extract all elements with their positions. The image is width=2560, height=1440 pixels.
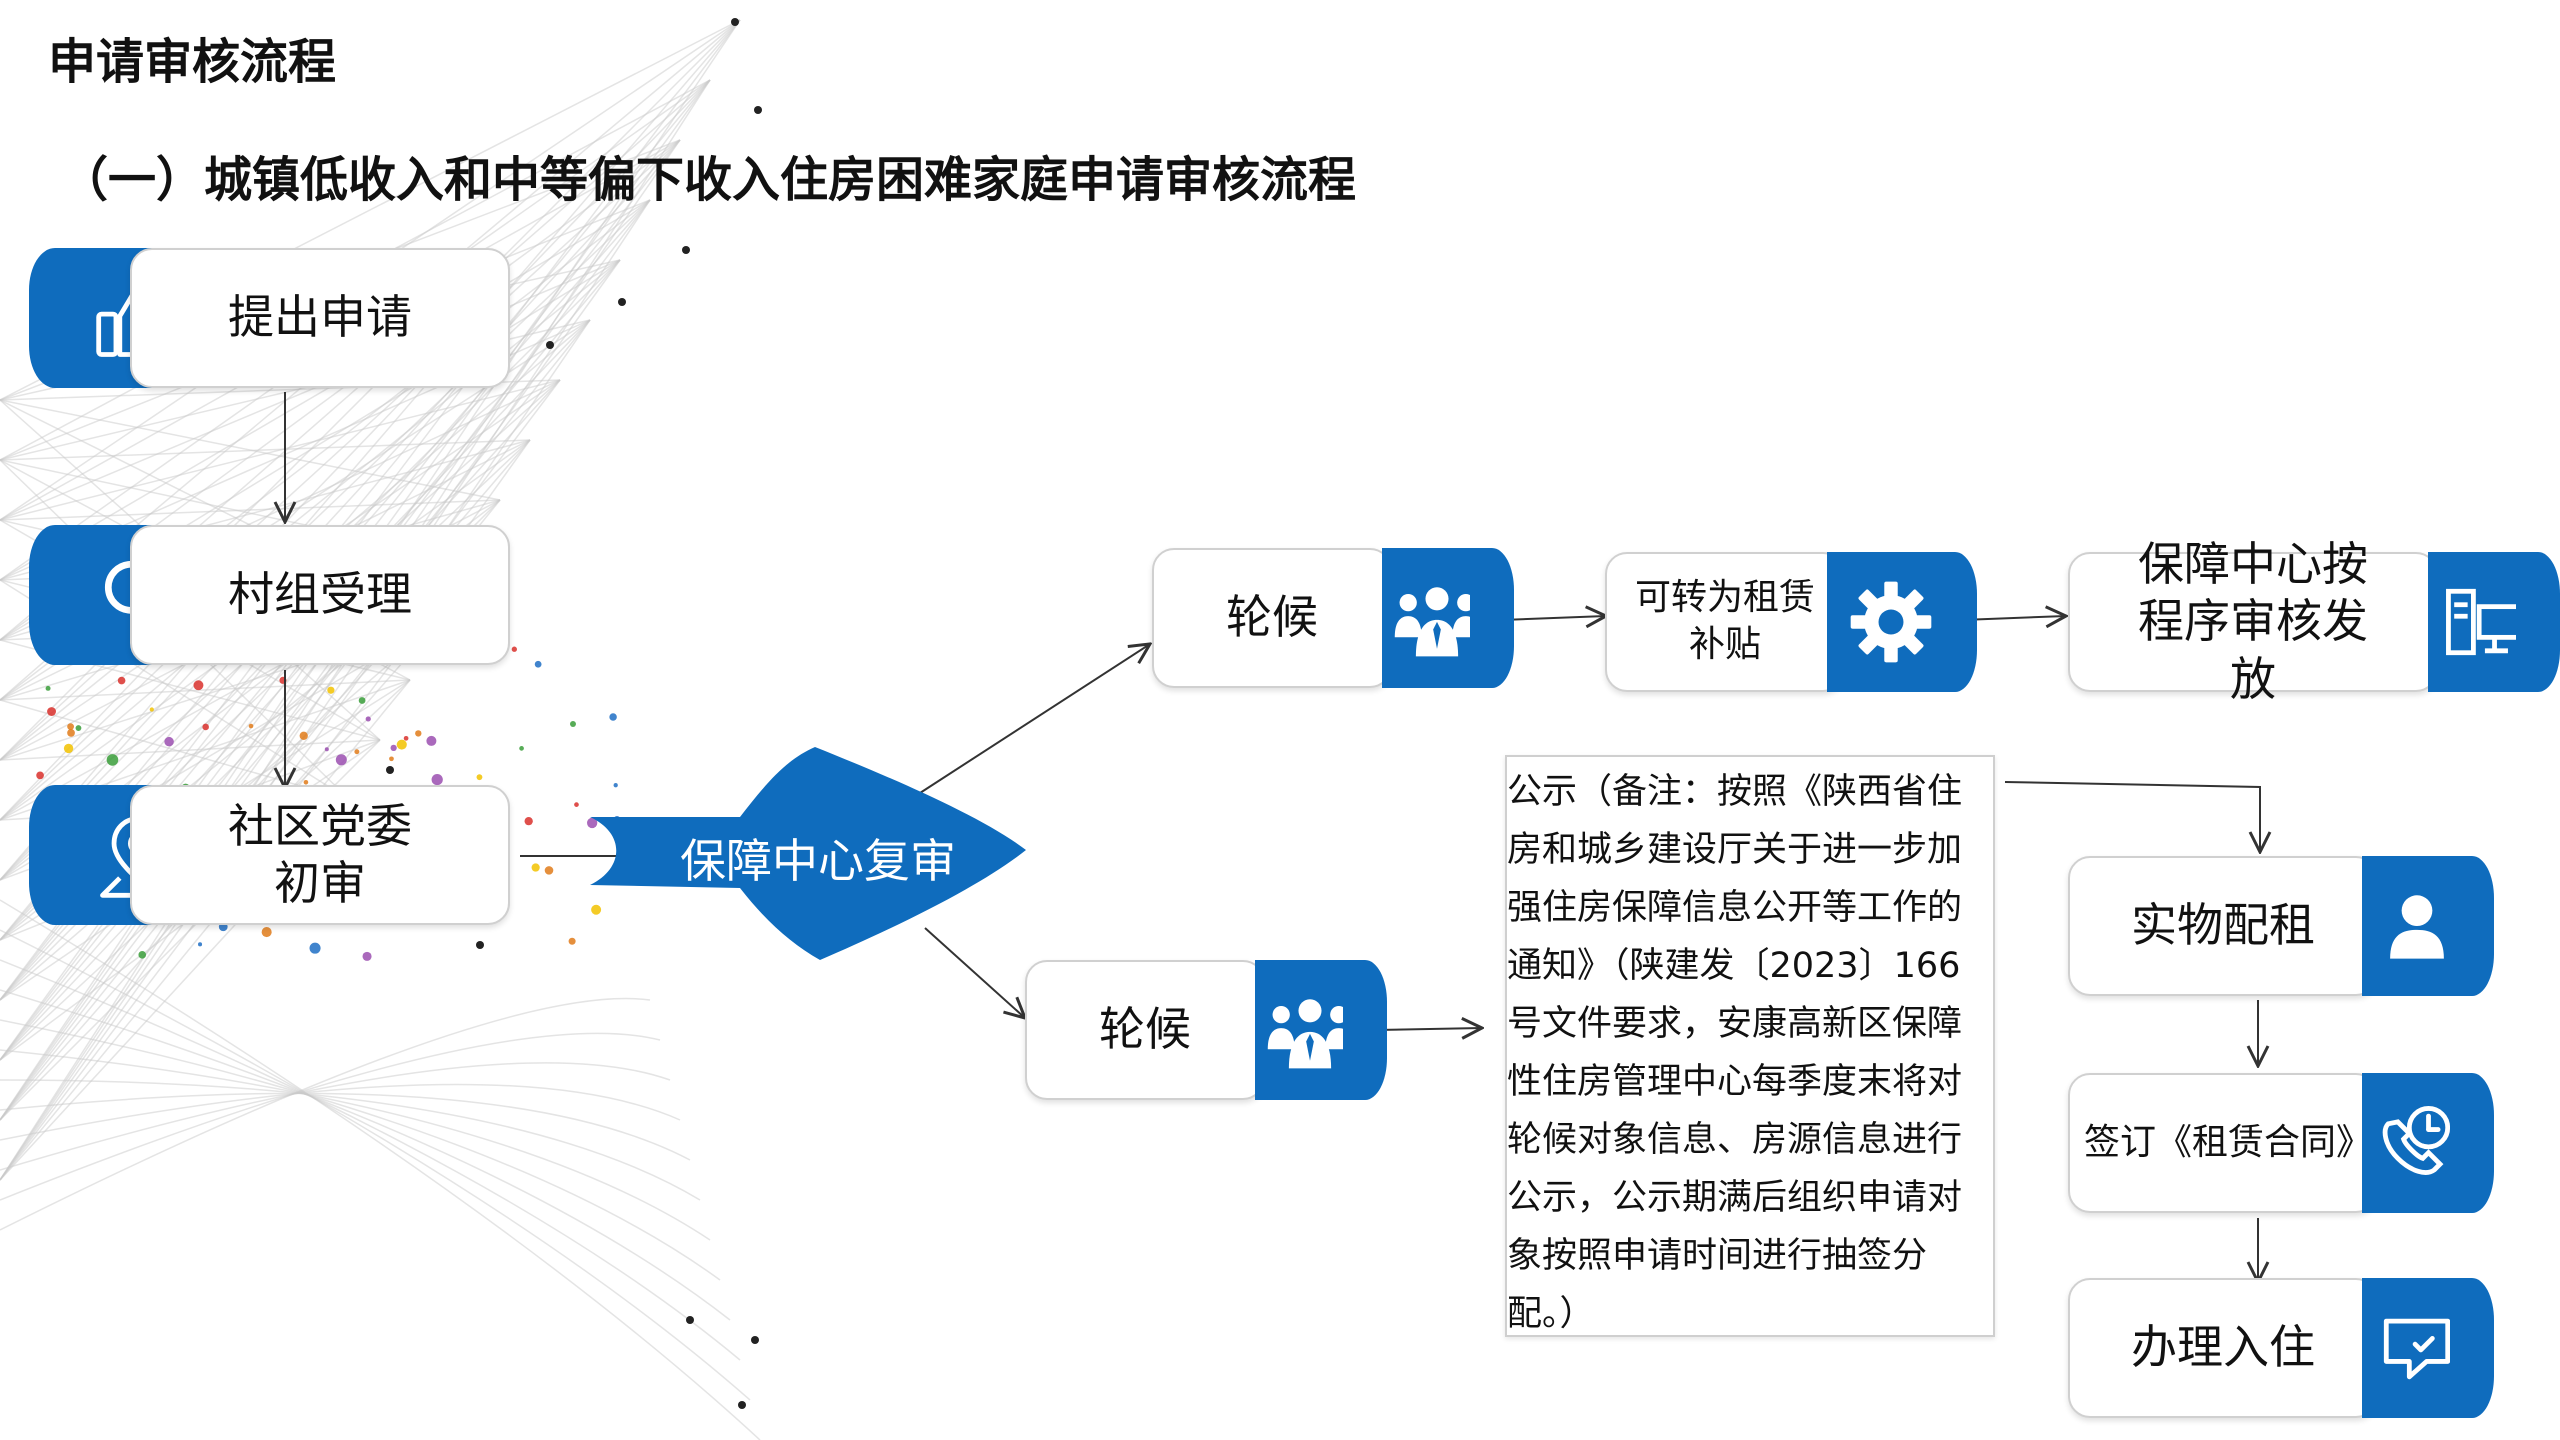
step-queue-bottom-box: 轮候 xyxy=(1025,960,1265,1100)
page-title: 申请审核流程 xyxy=(48,34,337,90)
step-move-in-box: 办理入住 xyxy=(2068,1278,2378,1418)
step-subsidy-box: 可转为租赁补贴 xyxy=(1605,552,1845,692)
arrow-notice-to-physical-rent xyxy=(2004,781,2260,852)
arrow-review-to-queue-bottom xyxy=(924,927,1025,1018)
review-label: 保障中心复审 xyxy=(680,834,956,888)
step-queue-bottom-label: 轮候 xyxy=(1099,1002,1191,1057)
step-village: 村组受理 xyxy=(0,525,520,669)
step-issue: 保障中心按程序审核发放 xyxy=(2068,537,2560,706)
notice-text: 公示（备注：按照《陕西省住房和城乡建设厅关于进一步加强住房保障信息公开等工作的通… xyxy=(1507,772,1963,1334)
step-community-label: 社区党委初审 xyxy=(228,798,412,911)
step-subsidy-tab xyxy=(1827,552,1977,692)
person-icon xyxy=(2390,895,2444,959)
step-subsidy-label: 可转为租赁补贴 xyxy=(1634,577,1815,665)
chat-arrow-icon xyxy=(2383,1318,2451,1380)
notice-box: 公示（备注：按照《陕西省住房和城乡建设厅关于进一步加强住房保障信息公开等工作的通… xyxy=(1505,755,1995,1337)
step-queue-top-tab xyxy=(1382,548,1514,688)
arrow-queue-to-notice xyxy=(1374,1028,1482,1030)
people-icon xyxy=(1394,587,1480,657)
gear-icon xyxy=(1850,581,1932,663)
step-sign-box: 签订《租赁合同》 xyxy=(2068,1073,2378,1213)
step-physical-rent-tab xyxy=(2362,856,2494,996)
step-apply: 提出申请 xyxy=(0,248,520,392)
review-arrow-shape xyxy=(590,747,1026,960)
step-queue-top-box: 轮候 xyxy=(1152,548,1392,688)
arrow-review-to-queue-top xyxy=(919,644,1150,794)
step-sign: 签订《租赁合同》 xyxy=(2068,1073,2494,1217)
step-community-box: 社区党委初审 xyxy=(130,785,510,925)
phone-clock-icon xyxy=(2382,1106,2451,1175)
people-icon xyxy=(1267,999,1353,1069)
step-subsidy: 可转为租赁补贴 xyxy=(1605,552,1977,696)
step-apply-label: 提出申请 xyxy=(228,290,412,345)
step-physical-rent-box: 实物配租 xyxy=(2068,856,2378,996)
step-move-in: 办理入住 xyxy=(2068,1278,2494,1422)
step-community: 社区党委初审 xyxy=(0,785,520,929)
step-move-in-tab xyxy=(2362,1278,2494,1418)
step-issue-label: 保障中心按程序审核发放 xyxy=(2138,536,2368,706)
step-village-box: 村组受理 xyxy=(130,525,510,665)
step-village-label: 村组受理 xyxy=(228,567,412,622)
step-queue-top-label: 轮候 xyxy=(1226,590,1318,645)
step-move-in-label: 办理入住 xyxy=(2131,1320,2315,1375)
arrow-subsidy-to-issue xyxy=(1961,616,2066,620)
arrow-queue-to-subsidy xyxy=(1501,616,1606,620)
step-physical-rent: 实物配租 xyxy=(2068,856,2494,1000)
step-issue-box: 保障中心按程序审核发放 xyxy=(2068,537,2438,706)
step-queue-top: 轮候 xyxy=(1152,548,1514,692)
step-physical-rent-label: 实物配租 xyxy=(2131,898,2315,953)
step-queue-bottom-tab xyxy=(1255,960,1387,1100)
step-queue-bottom: 轮候 xyxy=(1025,960,1387,1104)
step-apply-box: 提出申请 xyxy=(130,248,510,388)
section-title: （一）城镇低收入和中等偏下收入住房困难家庭申请审核流程 xyxy=(60,152,1357,208)
step-sign-label: 签订《租赁合同》 xyxy=(2084,1121,2373,1163)
step-issue-tab xyxy=(2428,552,2560,692)
computer-icon xyxy=(2446,588,2522,656)
step-sign-tab xyxy=(2362,1073,2494,1213)
